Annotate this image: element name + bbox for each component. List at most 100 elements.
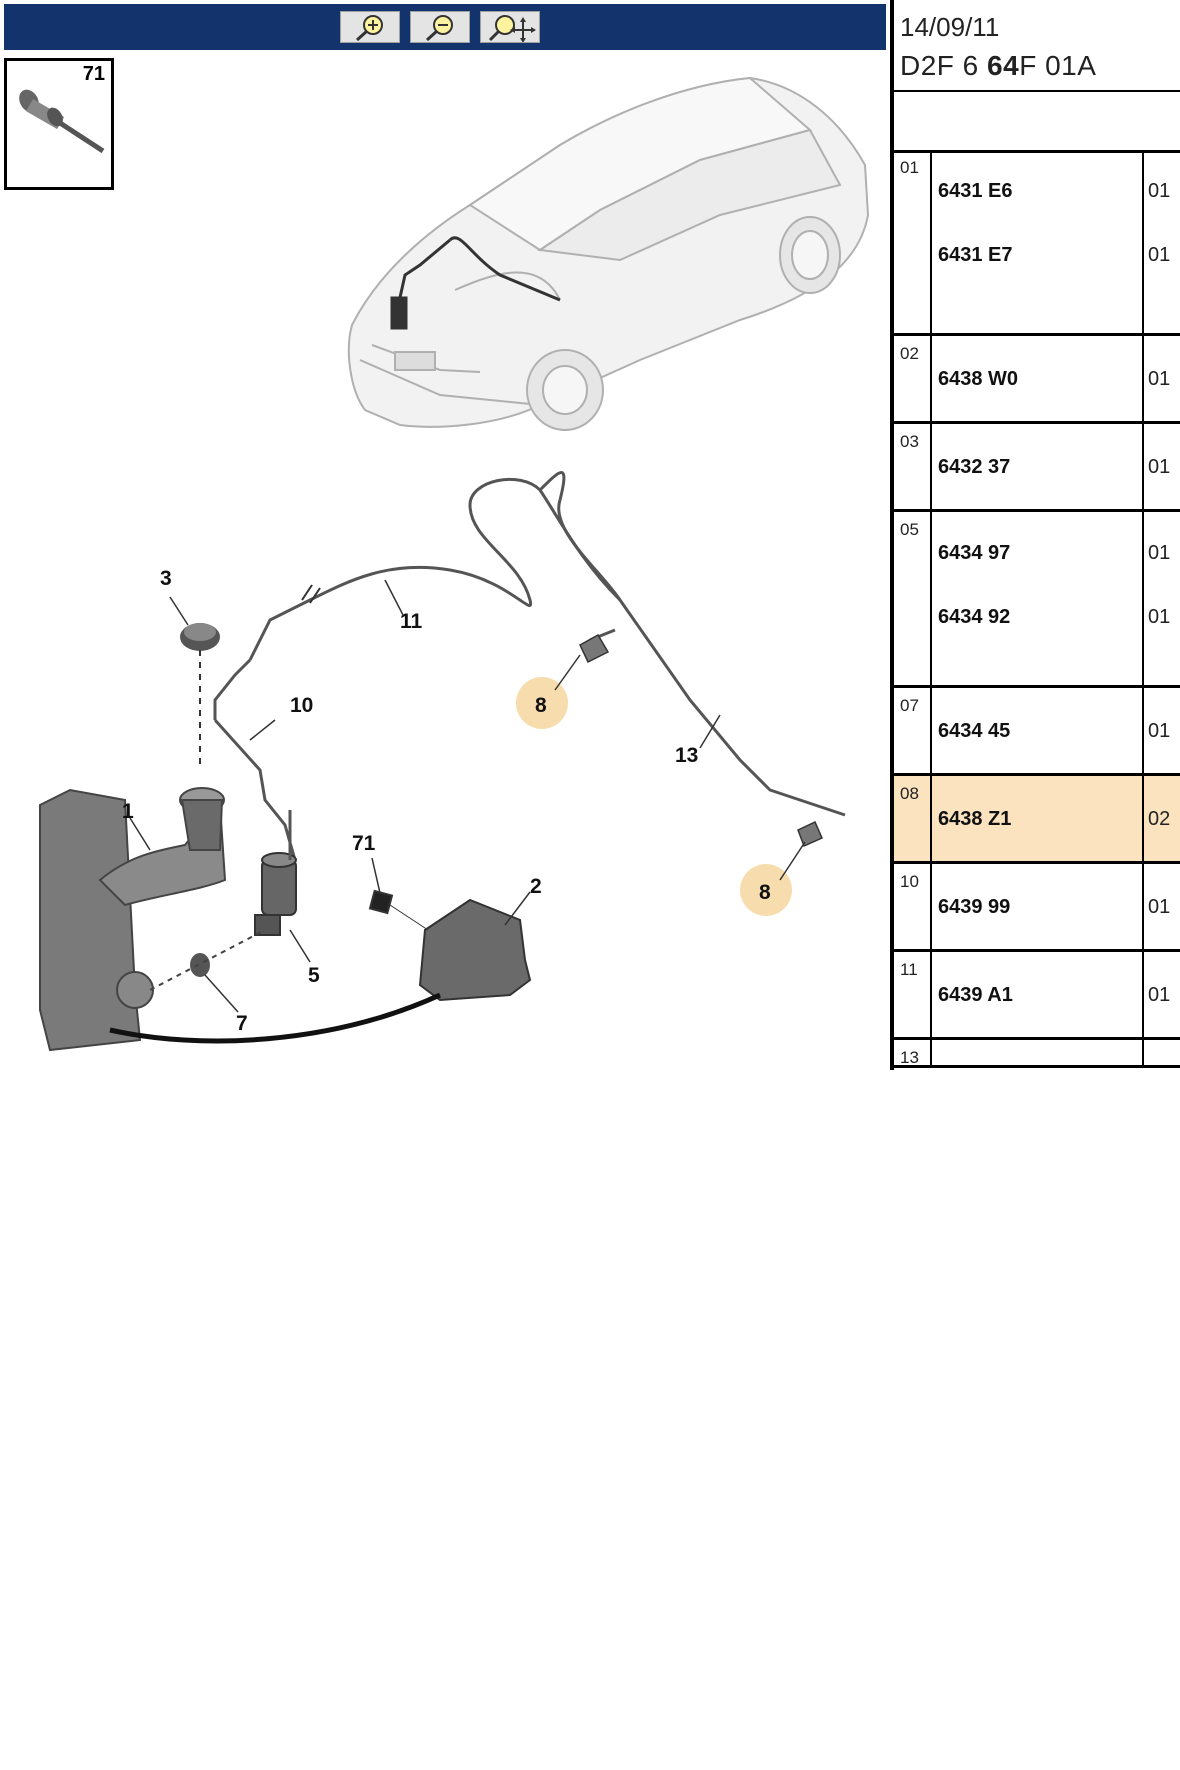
column-divider [1142,776,1144,861]
part-reference-link[interactable]: 6431 E7 [938,244,1013,266]
column-divider [1142,952,1144,1037]
parts-row[interactable]: 10 6439 99 01 [894,864,1180,952]
callout-2: 2 [530,875,542,898]
row-index: 08 [900,784,919,803]
zoom-out-icon [425,15,453,42]
zoom-in-button[interactable] [340,11,400,43]
part-reference-link[interactable]: 6434 45 [938,720,1011,742]
callout-5: 5 [308,964,320,987]
column-divider [930,512,932,685]
part-reference-link[interactable]: 6439 99 [938,896,1011,918]
callout-1: 1 [122,800,134,823]
toolbar [4,4,886,50]
part-3-cap [180,623,220,770]
code-part-b: 64 [987,50,1020,81]
hose-lines [213,471,846,861]
column-divider [1142,1040,1144,1065]
exploded-parts-diagram: 1 2 3 5 7 8 8 10 11 13 71 [0,50,886,1066]
callout-8: 8 [535,694,547,717]
column-divider [1142,150,1144,333]
part-reference-link[interactable]: 6431 E6 [938,180,1013,202]
leader-lines [129,579,806,1013]
code-part-c: F 01A [1019,50,1097,81]
column-divider [930,952,932,1037]
part-reference-link[interactable]: 6438 W0 [938,368,1019,390]
parts-row[interactable]: 08 6438 Z1 02 [894,776,1180,864]
part-quantity: 01 [1148,984,1171,1006]
part-quantity: 01 [1148,244,1171,266]
callout-highlight [740,864,792,916]
parts-list-panel: 14/09/11 D2F 6 64F 01A 01 6431 E6 01 6431 E… [890,0,1180,1070]
part-quantity: 01 [1148,368,1171,390]
catalog-date: 14/09/11 [900,12,1000,42]
part-reference-link[interactable]: 6439 A1 [938,984,1013,1006]
column-divider [1142,688,1144,773]
column-divider [930,1040,932,1065]
part-quantity: 01 [1148,720,1171,742]
zoom-pan-icon [488,15,536,42]
part-quantity: 01 [1148,606,1171,628]
column-divider [930,150,932,333]
part-quantity: 01 [1148,896,1171,918]
callout-13: 13 [675,744,698,767]
part-reference-link[interactable]: 6434 97 [938,542,1011,564]
column-divider [930,336,932,421]
hose-break-mark [301,584,321,604]
zoom-in-icon [355,15,383,42]
code-part-a: D2F 6 [900,50,988,81]
thumbnail-label: 71 [82,63,105,85]
car-illustration [347,76,870,431]
part-quantity: 01 [1148,180,1171,202]
column-divider [1142,336,1144,421]
row-index: 10 [900,872,919,891]
column-divider [1142,512,1144,685]
callout-10: 10 [290,694,313,717]
row-index: 07 [900,696,919,715]
callout-71: 71 [352,832,376,855]
part-7-grommet [149,929,266,991]
parts-row[interactable]: 11 6439 A1 01 [894,952,1180,1040]
column-divider [1142,424,1144,509]
parts-row[interactable]: 03 6432 37 01 [894,424,1180,512]
part-quantity: 01 [1148,542,1171,564]
catalog-code: D2F 6 64F 01A [900,50,1096,82]
row-index: 05 [900,520,919,539]
row-index: 01 [900,158,919,177]
row-index: 02 [900,344,919,363]
part-reference-link[interactable]: 6438 Z1 [938,808,1012,830]
part-5-pump [254,810,297,936]
part-quantity: 01 [1148,456,1171,478]
column-divider [930,424,932,509]
callouts: 1 2 3 5 7 8 8 10 11 13 71 [122,567,771,1035]
zoom-pan-button[interactable] [480,11,540,43]
car-washer-highlight [390,236,561,330]
part-reference-link[interactable]: 6434 92 [938,606,1011,628]
part-reference-link[interactable]: 6432 37 [938,456,1011,478]
parts-row[interactable]: 05 6434 97 01 6434 92 01 [894,512,1180,688]
parts-row[interactable]: 07 6434 45 01 [894,688,1180,776]
callout-11: 11 [400,610,423,633]
column-divider [930,864,932,949]
callout-7: 7 [236,1012,248,1035]
divider [894,90,1180,92]
parts-catalog-app: 1 2 3 5 7 8 8 10 11 13 71 71 14/09/ [0,0,1180,1070]
panel-header: 14/09/11 D2F 6 64F 01A [894,0,1180,153]
parts-row[interactable]: 13 [894,1040,1180,1068]
part-8-nozzles [579,633,823,848]
zoom-out-button[interactable] [410,11,470,43]
callout-3: 3 [160,567,172,590]
part-1-reservoir [39,787,227,1052]
row-index: 03 [900,432,919,451]
part-thumbnail[interactable]: 71 [4,58,114,190]
parts-row[interactable]: 01 6431 E6 01 6431 E7 01 [894,150,1180,336]
callout-8: 8 [759,881,771,904]
part-quantity: 02 [1148,808,1171,830]
column-divider [930,688,932,773]
parts-row[interactable]: 02 6438 W0 01 [894,336,1180,424]
rivet-icon [19,89,105,154]
column-divider [1142,864,1144,949]
diagram-canvas: 1 2 3 5 7 8 8 10 11 13 71 [39,76,870,1052]
part-2-bracket [109,889,532,1044]
column-divider [930,776,932,861]
row-index: 11 [900,960,918,979]
